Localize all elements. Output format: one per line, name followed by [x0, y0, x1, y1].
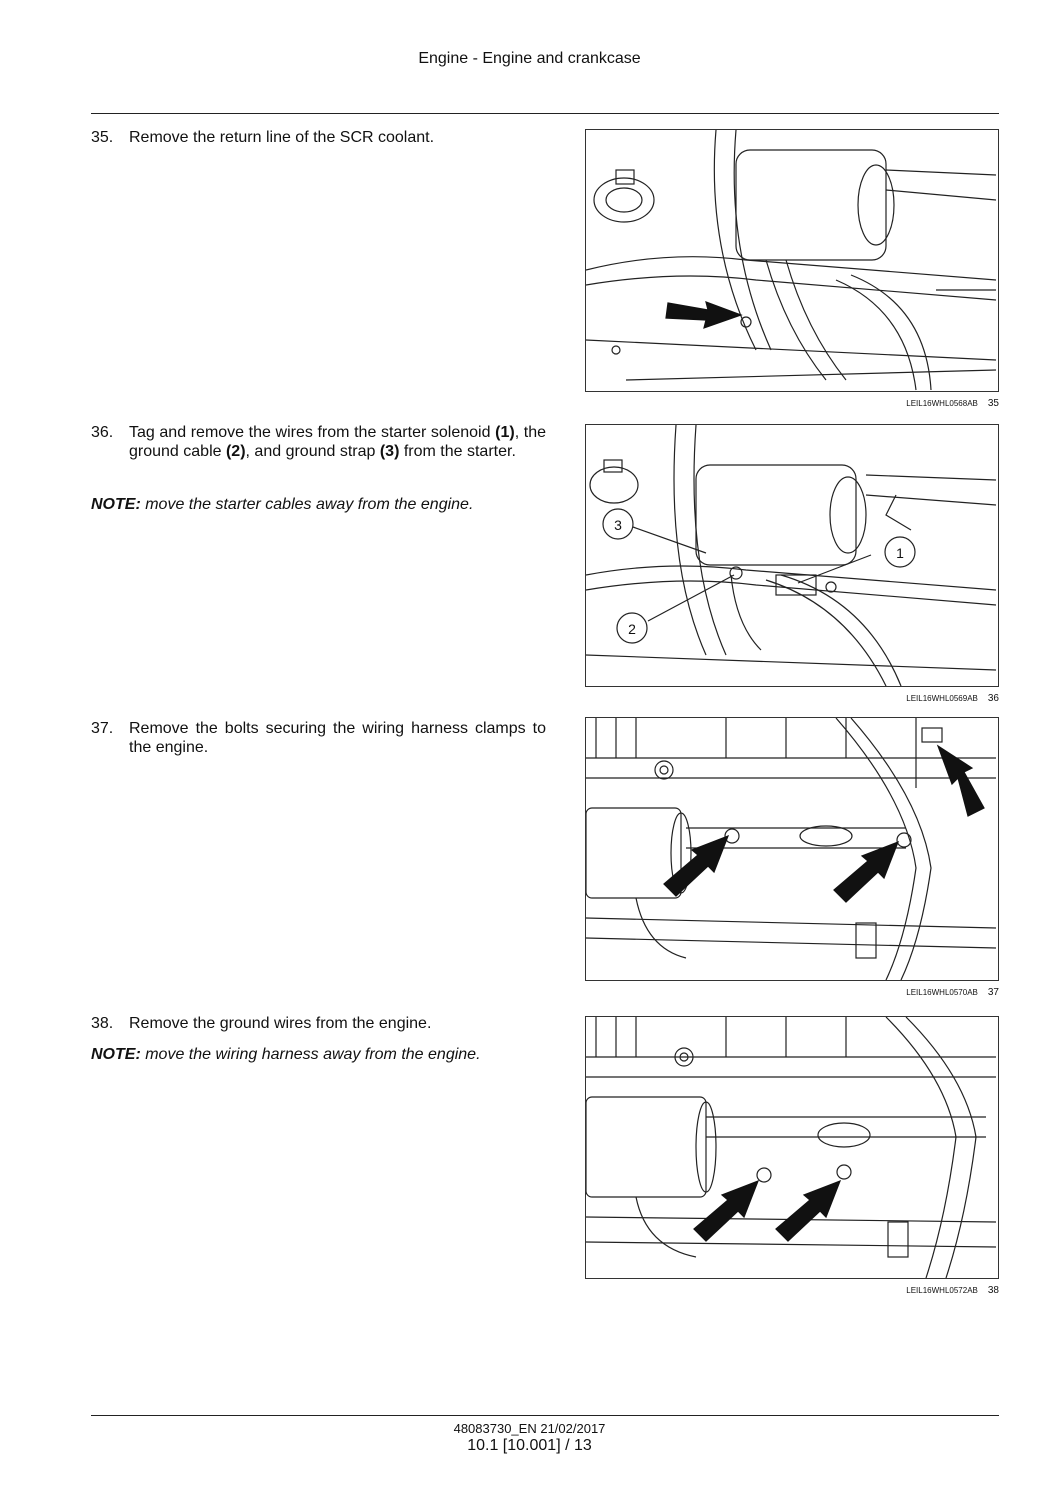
figure-code: LEIL16WHL0572AB: [906, 1286, 978, 1295]
callout-2: 2: [628, 621, 636, 637]
figure-36-illustration: 1 2 3: [585, 424, 999, 687]
note-text: move the wiring harness away from the en…: [140, 1046, 481, 1063]
step-number: 35.: [91, 129, 114, 146]
text-run: from the starter.: [399, 443, 516, 460]
step-text: Remove the return line of the SCR coolan…: [129, 129, 435, 146]
figure-number: 38: [987, 1285, 999, 1296]
note-label: NOTE:: [91, 496, 141, 513]
figure-number: 37: [987, 987, 999, 998]
step-36: 36. Tag and remove the wires from the st…: [91, 423, 546, 461]
step-text: Remove the ground wires from the engine.: [129, 1015, 432, 1032]
footer-doc-code: 48083730_EN 21/02/2017: [453, 1421, 606, 1436]
figure-number: 36: [987, 693, 999, 704]
callout-ref: (2): [225, 443, 246, 460]
figure-35-illustration: [585, 129, 999, 392]
note-wiring-harness: NOTE: move the wiring harness away from …: [91, 1046, 551, 1064]
header-rule: [91, 113, 999, 114]
step-number: 37.: [91, 720, 114, 737]
callout-3: 3: [614, 517, 622, 533]
callout-1: 1: [896, 545, 904, 561]
step-37: 37. Remove the bolts securing the wiring…: [91, 719, 546, 757]
figure-code: LEIL16WHL0568AB: [906, 399, 978, 408]
step-text: Tag and remove the wires from the starte…: [129, 423, 546, 461]
callout-ref: (1): [495, 424, 515, 441]
footer-page-number: 10.1 [10.001] / 13: [467, 1437, 592, 1454]
figure-number: 35: [987, 398, 999, 409]
text-run: , and ground strap: [245, 443, 380, 460]
step-number: 38.: [91, 1015, 114, 1032]
footer-rule: [91, 1415, 999, 1416]
figure-36-caption: LEIL16WHL0569AB 36: [585, 693, 999, 704]
text-run: Tag and remove the wires from the starte…: [129, 424, 496, 441]
step-35: 35. Remove the return line of the SCR co…: [91, 128, 546, 147]
note-label: NOTE:: [91, 1046, 141, 1063]
callout-ref: (3): [379, 443, 400, 460]
figure-code: LEIL16WHL0569AB: [906, 694, 978, 703]
figure-code: LEIL16WHL0570AB: [906, 988, 978, 997]
note-text: move the starter cables away from the en…: [140, 496, 474, 513]
figure-37-illustration: [585, 717, 999, 981]
step-text: Remove the bolts securing the wiring har…: [129, 720, 546, 756]
figure-38-illustration: [585, 1016, 999, 1279]
step-number: 36.: [91, 424, 114, 441]
text-run: , the ground cable: [129, 424, 546, 460]
figure-38-caption: LEIL16WHL0572AB 38: [585, 1285, 999, 1296]
page-header-title: Engine - Engine and crankcase: [418, 50, 641, 67]
step-38: 38. Remove the ground wires from the eng…: [91, 1014, 546, 1033]
note-starter-cables: NOTE: move the starter cables away from …: [91, 496, 551, 514]
figure-37-caption: LEIL16WHL0570AB 37: [585, 987, 999, 998]
figure-35-caption: LEIL16WHL0568AB 35: [585, 398, 999, 409]
